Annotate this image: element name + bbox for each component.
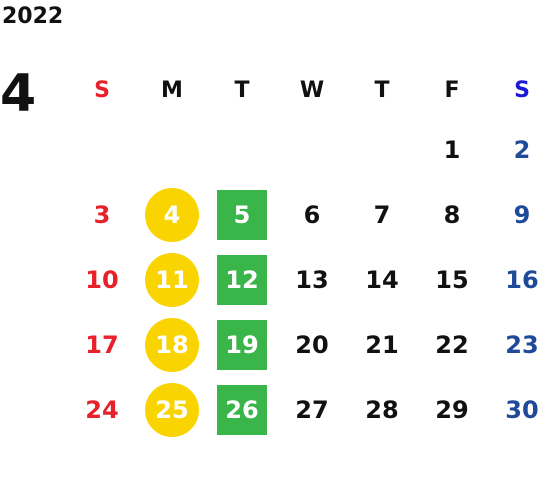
day-cell[interactable]: 11 xyxy=(137,250,207,310)
day-number: 10 xyxy=(85,266,119,294)
highlight-circle xyxy=(145,383,199,437)
day-cell[interactable]: 19 xyxy=(207,315,277,375)
day-cell[interactable]: 18 xyxy=(137,315,207,375)
day-number: 14 xyxy=(365,266,399,294)
day-number: 2 xyxy=(513,136,531,164)
day-cell[interactable]: 5 xyxy=(207,185,277,245)
day-cell[interactable]: 21 xyxy=(347,315,417,375)
day-cell[interactable]: 10 xyxy=(67,250,137,310)
day-number: 6 xyxy=(303,201,321,229)
year-label: 2022 xyxy=(2,4,64,29)
day-cell[interactable]: 13 xyxy=(277,250,347,310)
day-number: 24 xyxy=(85,396,119,424)
highlight-square xyxy=(217,385,267,435)
day-cell[interactable]: 30 xyxy=(487,380,548,440)
day-number: 18 xyxy=(155,331,189,359)
week-row: 17 18 19 20 21 22 23 xyxy=(67,315,548,375)
day-number: 11 xyxy=(155,266,189,294)
day-number: 3 xyxy=(93,201,111,229)
day-number: 23 xyxy=(505,331,539,359)
highlight-square xyxy=(217,255,267,305)
day-cell[interactable]: 23 xyxy=(487,315,548,375)
day-cell[interactable]: 17 xyxy=(67,315,137,375)
weekday-thu: T xyxy=(374,77,390,103)
day-cell[interactable]: 24 xyxy=(67,380,137,440)
day-number: 22 xyxy=(435,331,469,359)
day-cell xyxy=(347,120,417,180)
day-cell[interactable]: 7 xyxy=(347,185,417,245)
highlight-square xyxy=(217,190,267,240)
highlight-circle xyxy=(145,318,199,372)
day-cell[interactable]: 15 xyxy=(417,250,487,310)
day-cell[interactable]: 28 xyxy=(347,380,417,440)
highlight-square xyxy=(217,320,267,370)
day-number: 12 xyxy=(225,266,259,294)
day-cell[interactable]: 12 xyxy=(207,250,277,310)
day-cell[interactable]: 26 xyxy=(207,380,277,440)
day-cell[interactable]: 16 xyxy=(487,250,548,310)
highlight-circle xyxy=(145,253,199,307)
day-cell[interactable]: 9 xyxy=(487,185,548,245)
day-cell[interactable]: 27 xyxy=(277,380,347,440)
day-number: 5 xyxy=(233,201,251,229)
day-number: 16 xyxy=(505,266,539,294)
weekday-fri: F xyxy=(444,77,460,103)
day-cell[interactable]: 25 xyxy=(137,380,207,440)
day-cell[interactable]: 6 xyxy=(277,185,347,245)
day-number: 19 xyxy=(225,331,259,359)
day-cell[interactable]: 2 xyxy=(487,120,548,180)
day-cell[interactable]: 1 xyxy=(417,120,487,180)
day-number: 28 xyxy=(365,396,399,424)
day-cell xyxy=(207,120,277,180)
day-number: 15 xyxy=(435,266,469,294)
day-number: 30 xyxy=(505,396,539,424)
weekday-tue: T xyxy=(234,77,250,103)
weekday-sun: S xyxy=(94,77,110,103)
week-row: 3 4 5 6 7 8 9 xyxy=(67,185,548,245)
day-number: 1 xyxy=(443,136,461,164)
weekday-mon: M xyxy=(161,77,183,103)
day-number: 26 xyxy=(225,396,259,424)
day-cell[interactable]: 4 xyxy=(137,185,207,245)
day-number: 27 xyxy=(295,396,329,424)
day-number: 20 xyxy=(295,331,329,359)
day-cell xyxy=(67,120,137,180)
week-row: 10 11 12 13 14 15 16 xyxy=(67,250,548,310)
day-cell[interactable]: 22 xyxy=(417,315,487,375)
day-number: 21 xyxy=(365,331,399,359)
weekday-sat: S xyxy=(514,77,530,103)
day-cell[interactable]: 20 xyxy=(277,315,347,375)
day-number: 4 xyxy=(163,201,181,229)
week-row: 24 25 26 27 28 29 30 xyxy=(67,380,548,440)
day-number: 29 xyxy=(435,396,469,424)
month-number: 4 xyxy=(0,64,37,124)
day-cell xyxy=(137,120,207,180)
day-cell[interactable]: 8 xyxy=(417,185,487,245)
day-number: 25 xyxy=(155,396,189,424)
highlight-circle xyxy=(145,188,199,242)
day-number: 17 xyxy=(85,331,119,359)
day-cell xyxy=(277,120,347,180)
day-cell[interactable]: 14 xyxy=(347,250,417,310)
day-number: 9 xyxy=(513,201,531,229)
day-number: 8 xyxy=(443,201,461,229)
day-number: 7 xyxy=(373,201,391,229)
day-cell[interactable]: 3 xyxy=(67,185,137,245)
day-cell[interactable]: 29 xyxy=(417,380,487,440)
day-number: 13 xyxy=(295,266,329,294)
weekday-wed: W xyxy=(299,77,325,103)
